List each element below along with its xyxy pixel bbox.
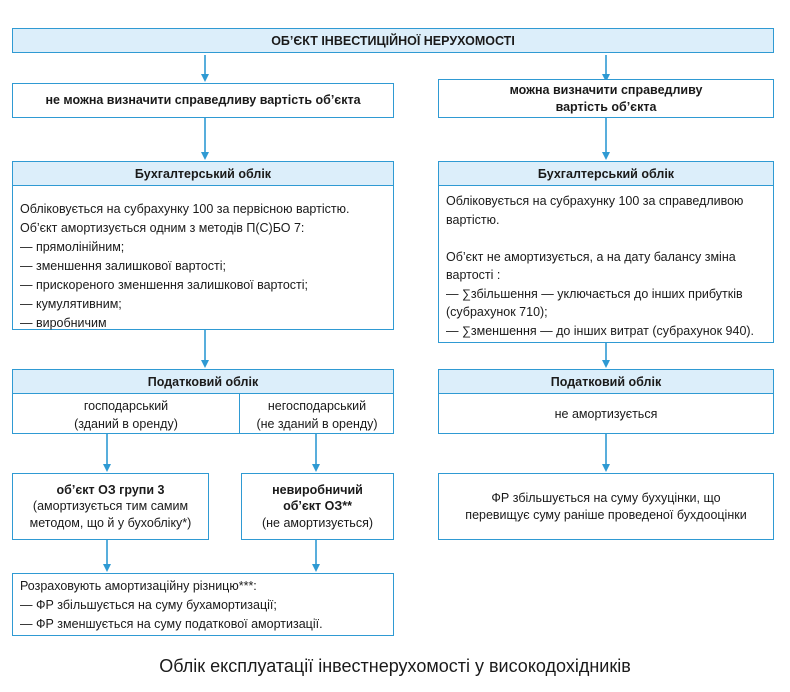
title-box: ОБ’ЄКТ ІНВЕСТИЦІЙНОЇ НЕРУХОМОСТІ — [12, 28, 774, 53]
title-text: ОБ’ЄКТ ІНВЕСТИЦІЙНОЇ НЕРУХОМОСТІ — [271, 33, 515, 48]
left-condition-box: не можна визначити справедливу вартість … — [12, 83, 394, 118]
left-accounting-line: — зменшення залишкової вартості; — [20, 259, 227, 273]
right-accounting-header: Бухгалтерський облік — [438, 161, 774, 186]
right-tax-body: не амортизується — [554, 407, 658, 421]
right-tax-box: Податковий облік не амортизується — [438, 369, 774, 434]
left-tax-header: Податковий облік — [12, 369, 394, 394]
left-tax-box: Податковий облік господарський (зданий в… — [12, 369, 394, 434]
result-b-line2: об’єкт ОЗ** — [283, 499, 352, 514]
right-accounting-line: — ∑зменшення — до інших витрат (субрахун… — [446, 323, 755, 338]
right-result-box: ФР збільшується на суму бухуцінки, що пе… — [438, 473, 774, 540]
figure-caption: Облік експлуатації інвестнерухомості у в… — [159, 656, 631, 676]
tax-branch-a-line2: (зданий в оренду) — [74, 417, 178, 431]
right-accounting-line: вартості : — [446, 268, 501, 282]
left-accounting-line: — кумулятивним; — [20, 297, 122, 311]
left-tax-header-text: Податковий облік — [147, 374, 259, 389]
result-b-box: невиробничий об’єкт ОЗ** (не амортизуєть… — [241, 473, 394, 540]
result-a-line1: об’єкт ОЗ групи 3 — [56, 483, 165, 498]
right-accounting-header-text: Бухгалтерський облік — [537, 166, 675, 181]
result-a-box: об’єкт ОЗ групи 3 (амортизується тим сам… — [12, 473, 209, 540]
right-accounting-line: Обліковується на субрахунку 100 за справ… — [446, 194, 744, 208]
left-accounting-line: — прискореного зменшення залишкової варт… — [20, 278, 309, 292]
right-accounting-box: Бухгалтерський облік Обліковується на су… — [438, 161, 774, 343]
left-tax-divider — [239, 393, 240, 434]
left-accounting-body: Обліковується на субрахунку 100 за перві… — [20, 200, 349, 333]
left-condition-text: не можна визначити справедливу вартість … — [45, 93, 361, 108]
tax-branch-a: господарський (зданий в оренду) — [13, 397, 239, 433]
final-line: — ФР збільшується на суму бухамортизації… — [20, 598, 277, 612]
final-body: Розраховують амортизаційну різницю***: —… — [20, 577, 323, 634]
tax-branch-b-line2: (не зданий в оренду) — [256, 417, 378, 431]
right-condition-box: можна визначити справедливу вартість об’… — [438, 79, 774, 118]
right-tax-header: Податковий облік — [438, 369, 774, 394]
result-b-line3: (не амортизується) — [261, 515, 373, 530]
right-accounting-line: вартістю. — [446, 212, 500, 227]
right-result-line1: ФР збільшується на суму бухуцінки, що — [491, 491, 721, 506]
right-condition-line2: вартість об’єкта — [555, 99, 657, 114]
right-accounting-line: (субрахунок 710); — [446, 305, 548, 319]
result-b-line1: невиробничий — [272, 483, 363, 498]
right-result-line2: перевищує суму раніше проведеної бухдооц… — [465, 507, 747, 522]
left-accounting-line: — виробничим — [20, 316, 107, 330]
final-box: Розраховують амортизаційну різницю***: —… — [12, 573, 394, 636]
left-accounting-box: Бухгалтерський облік Обліковується на су… — [12, 161, 394, 330]
result-a-line2: (амортизується тим самим — [32, 499, 189, 514]
final-line: Розраховують амортизаційну різницю***: — [20, 579, 257, 593]
right-accounting-line: — ∑збільшення — уключається до інших при… — [446, 286, 743, 301]
right-tax-header-text: Податковий облік — [550, 374, 662, 389]
right-accounting-line — [446, 229, 754, 248]
right-accounting-line: Об’єкт не амортизується, а на дату балан… — [446, 249, 736, 264]
left-accounting-header: Бухгалтерський облік — [12, 161, 394, 186]
right-accounting-body: Обліковується на субрахунку 100 за справ… — [446, 192, 754, 340]
left-accounting-line: Обліковується на субрахунку 100 за перві… — [20, 202, 350, 216]
result-a-line3: методом, що й у бухобліку*) — [29, 515, 192, 530]
left-accounting-line: — прямолінійним; — [20, 240, 125, 254]
tax-branch-b: негосподарський (не зданий в оренду) — [240, 397, 394, 433]
left-accounting-header-text: Бухгалтерський облік — [134, 166, 272, 181]
final-line: — ФР зменшується на суму податкової амор… — [20, 617, 323, 631]
left-accounting-line: Об’єкт амортизується одним з методів П(С… — [20, 221, 305, 235]
tax-branch-b-line1: негосподарський — [267, 399, 367, 413]
right-condition-line1: можна визначити справедливу — [509, 83, 703, 98]
tax-branch-a-line1: господарський — [83, 399, 169, 413]
